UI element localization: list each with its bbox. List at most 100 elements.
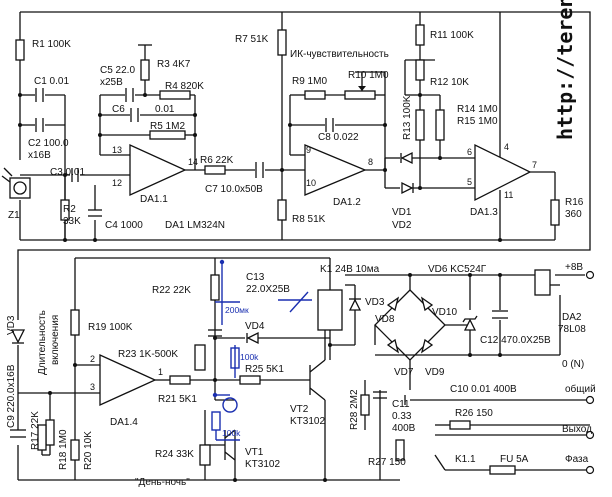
- vt1-label: VT1: [245, 447, 264, 458]
- k1-label: K1 24B 10ма: [320, 264, 380, 275]
- r4-resistor: [159, 90, 191, 100]
- vd3-right-label: VD3: [365, 297, 385, 308]
- r11-label: R11 100K: [430, 30, 474, 41]
- terminal-phase: [585, 465, 595, 475]
- k1-relay-coil: [317, 289, 343, 331]
- r10-potentiometer: [344, 90, 376, 100]
- r3-resistor: [140, 59, 150, 81]
- r9-resistor: [304, 90, 326, 100]
- pin-8: 8: [368, 157, 373, 167]
- terminal-output: [585, 430, 595, 440]
- vd7-label: VD7: [394, 367, 414, 378]
- blue-100k-a-label: 100k: [240, 352, 259, 362]
- da2v-label: 78L08: [558, 324, 586, 335]
- vd4-diode: [246, 331, 259, 345]
- r28-resistor: [360, 394, 370, 416]
- r20-label: R20 10K: [83, 431, 94, 470]
- blue-100k-b-label: 100k: [222, 428, 241, 438]
- c9-label: C9 220.0x16B: [6, 364, 17, 428]
- r22-resistor: [210, 274, 220, 301]
- r12-resistor: [415, 59, 425, 81]
- pin-13: 13: [112, 145, 122, 155]
- z1-label: Z1: [8, 210, 20, 221]
- da2-label: DA2: [562, 312, 582, 323]
- c7-label: C7 10.0x50B: [205, 184, 263, 195]
- r16-resistor: [550, 199, 560, 226]
- c11b-label: 400B: [392, 423, 416, 434]
- r27-label: R27 150: [368, 457, 406, 468]
- r23-label: R23 1K-500K: [118, 349, 178, 360]
- da2-regulator: [534, 269, 551, 296]
- da1-label: DA1 LM324N: [165, 220, 225, 231]
- fu-label: FU 5A: [500, 454, 529, 465]
- duration2-label: включения: [50, 315, 61, 365]
- terminal-common: [585, 395, 595, 405]
- bottom-wires: [17, 257, 590, 481]
- r28-label: R28 2M2: [349, 389, 360, 430]
- r26-resistor: [449, 420, 471, 430]
- r14-r15-resistor: [435, 109, 445, 141]
- r7-label: R7 51K: [235, 34, 269, 45]
- vt1v-label: KT3102: [245, 459, 280, 470]
- vd1-diode: [400, 151, 413, 165]
- ir-sensitivity-label: ИК-чувствительность: [290, 49, 389, 60]
- pin-3: 3: [90, 382, 95, 392]
- r5-label: R5 1M2: [150, 121, 185, 132]
- bottom-components: [10, 269, 595, 475]
- r20-resistor: [70, 439, 80, 461]
- top-components: [1, 24, 560, 240]
- c5-label: C5 22.0: [100, 65, 135, 76]
- vt2v-label: KT3102: [290, 416, 325, 427]
- fuse: [489, 465, 516, 475]
- r26-label: R26 150: [455, 408, 493, 419]
- r7-resistor: [277, 29, 287, 56]
- r12-label: R12 10K: [430, 77, 469, 88]
- vd4-label: VD4: [245, 321, 265, 332]
- vd2-label: VD2: [392, 220, 412, 231]
- pin-4: 4: [504, 142, 509, 152]
- terminal-plus8: [585, 270, 595, 280]
- da1-3-label: DA1.3: [470, 207, 498, 218]
- r11-resistor: [415, 24, 425, 46]
- da1-1-label: DA1.1: [140, 194, 168, 205]
- vd3-right-diode: [348, 298, 362, 311]
- junction-dots: [18, 93, 502, 482]
- r8-label: R8 51K: [292, 214, 326, 225]
- r9-label: R9 1M0: [292, 76, 327, 87]
- r27-resistor: [395, 439, 405, 461]
- vd10-label: VD10: [432, 307, 457, 318]
- phase-label: Фаза: [565, 454, 589, 465]
- da1-2-opamp: [304, 144, 367, 196]
- r1-label: R1 100K: [32, 39, 71, 50]
- blue-modifications: [211, 259, 312, 441]
- c8-label: C8 0.022: [318, 132, 359, 143]
- vd8-diode: [386, 296, 400, 312]
- c10-label: C10 0.01 400B: [450, 384, 517, 395]
- out-label: Выход: [562, 424, 592, 435]
- pin-6: 6: [467, 147, 472, 157]
- c3-label: C3 0.01: [50, 167, 85, 178]
- r8-resistor: [277, 199, 287, 221]
- c11v-label: 0.33: [392, 411, 412, 422]
- r25-resistor: [239, 375, 261, 385]
- r5-resistor: [149, 130, 186, 140]
- vd9-diode: [420, 338, 434, 354]
- r16-label: R16: [565, 197, 584, 208]
- watermark-url: http://teren.ru/: [553, 0, 577, 140]
- r1-resistor: [15, 39, 25, 61]
- r21-label: R21 5K1: [158, 394, 197, 405]
- vd9-label: VD9: [425, 367, 445, 378]
- blue-200mk-label: 200мк: [225, 305, 249, 315]
- pin-10: 10: [306, 178, 316, 188]
- r17-resistor: [45, 419, 55, 446]
- r24-label: R24 33K: [155, 449, 194, 460]
- pin-5: 5: [467, 177, 472, 187]
- c13-label: C13: [246, 272, 265, 283]
- r15-label: R15 1M0: [457, 116, 498, 127]
- vd6-label: VD6 KC524Г: [428, 264, 487, 275]
- plus8-label: +8B: [565, 262, 583, 273]
- common-label: общий: [565, 383, 596, 395]
- r13-resistor: [415, 109, 425, 141]
- vd3-left-diode: [10, 329, 26, 344]
